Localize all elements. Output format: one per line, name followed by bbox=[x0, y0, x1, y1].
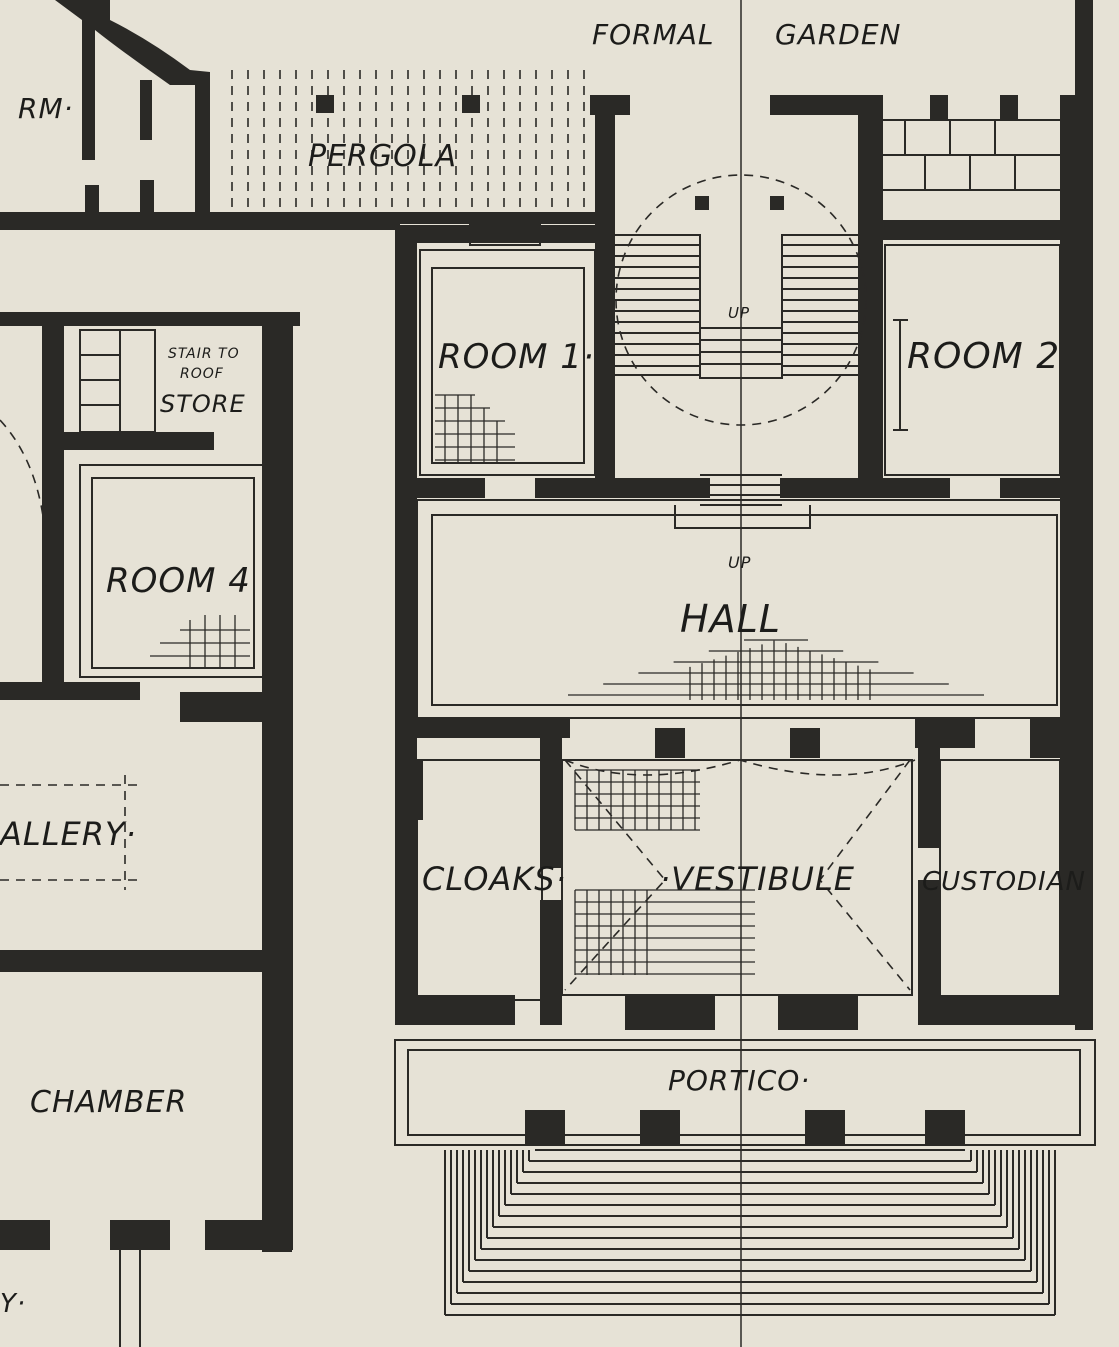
label-room-2: ROOM 2 bbox=[907, 336, 1060, 377]
label-hall: HALL bbox=[680, 597, 781, 641]
label-chamber: CHAMBER bbox=[30, 1085, 187, 1120]
room-1 bbox=[419, 224, 596, 476]
main-building-walls bbox=[395, 0, 1093, 1030]
label-gallery: ALLERY· bbox=[0, 815, 137, 853]
label-pergola: PERGOLA bbox=[308, 139, 457, 174]
label-roof: ROOF bbox=[180, 366, 224, 382]
pergola bbox=[231, 70, 585, 215]
label-store: STORE bbox=[160, 390, 246, 418]
pergola-base-wall bbox=[0, 212, 600, 224]
hall bbox=[416, 499, 1068, 719]
top-right-store bbox=[883, 95, 1060, 191]
label-custodian: CUSTODIAN bbox=[922, 867, 1086, 897]
label-rm: RM· bbox=[18, 92, 74, 125]
label-room-1: ROOM 1· bbox=[438, 337, 595, 377]
room-2 bbox=[884, 244, 1061, 476]
rm-room-walls bbox=[55, 0, 210, 220]
portico bbox=[394, 1039, 1096, 1316]
label-cloaks: CLOAKS· bbox=[422, 860, 567, 898]
grand-staircase bbox=[611, 174, 871, 529]
label-up-hall: UP bbox=[728, 553, 751, 572]
label-vestibule: ·VESTIBULE bbox=[660, 860, 855, 898]
plan-labels: RM· FORMAL GARDEN PERGOLA STAIR TO ROOF … bbox=[0, 18, 1086, 1319]
label-formal: FORMAL bbox=[592, 18, 715, 51]
label-stair-to: STAIR TO bbox=[168, 346, 240, 362]
label-portico: PORTICO· bbox=[668, 1064, 810, 1097]
vestibule-block bbox=[416, 759, 1061, 1001]
left-wing bbox=[0, 312, 300, 1347]
left-block-wall-top bbox=[0, 224, 400, 230]
label-up-stair: UP bbox=[728, 304, 750, 322]
label-garden: GARDEN bbox=[775, 18, 902, 51]
label-room-4: ROOM 4 bbox=[106, 561, 251, 601]
label-corner: Y· bbox=[0, 1289, 26, 1319]
